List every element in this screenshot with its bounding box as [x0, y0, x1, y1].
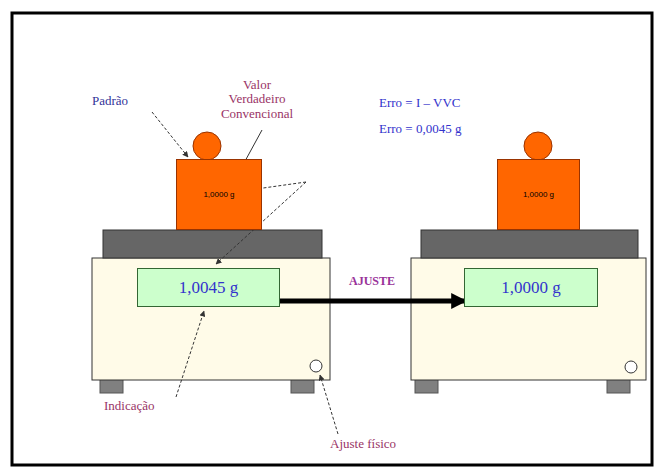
callout-label: Indicação	[104, 399, 155, 413]
value-text: 1,0000 g	[203, 190, 234, 199]
leader-line	[320, 375, 338, 434]
scale-pan	[103, 230, 322, 258]
leader-line	[152, 112, 188, 157]
callout-label: Padrão	[92, 94, 128, 108]
adjust-knob	[625, 361, 637, 373]
scale-foot	[291, 379, 314, 393]
adjust-arrow	[280, 299, 464, 304]
edge-label: AJUSTE	[347, 274, 397, 289]
value-text: 1,0045 g	[179, 278, 239, 298]
scale-foot	[100, 379, 123, 393]
callout-label: Valor Verdadeiro Convencional	[216, 78, 298, 121]
adjust-knob	[310, 360, 322, 372]
value-text: 1,0000 g	[501, 278, 561, 298]
scale-body	[92, 258, 330, 380]
standard-weight: 1,0000 g	[176, 159, 262, 230]
scale-pan	[421, 230, 638, 258]
scale-foot	[415, 379, 438, 393]
slide-frame	[12, 13, 652, 465]
scale-body	[411, 258, 646, 380]
scale-display: 1,0045 g	[137, 268, 280, 307]
scale-display: 1,0000 g	[464, 268, 598, 307]
weight-head	[193, 132, 221, 160]
weight-head	[524, 132, 552, 160]
formula-text: Erro = I – VVC	[379, 96, 460, 110]
value-text: 1,0000 g	[523, 190, 554, 199]
formula-text: Erro = 0,0045 g	[379, 122, 461, 136]
standard-weight: 1,0000 g	[497, 159, 580, 230]
scale-foot	[607, 379, 630, 393]
leader-line	[176, 311, 204, 397]
callout-label: Ajuste físico	[330, 437, 396, 451]
